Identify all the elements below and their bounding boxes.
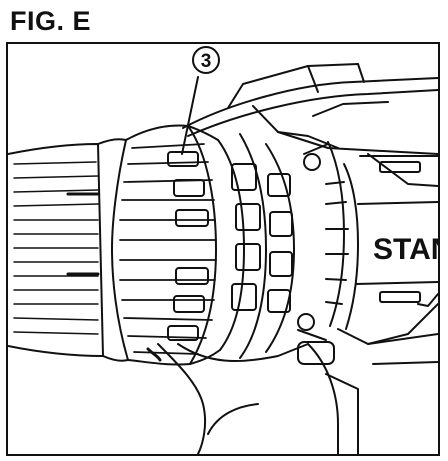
drill-body — [182, 63, 438, 345]
housing-vents — [325, 181, 349, 305]
figure-label: FIG. E — [10, 6, 92, 36]
torque-collar — [111, 124, 221, 366]
drill-handle — [157, 333, 438, 454]
drill-chuck — [8, 138, 129, 362]
callout-3: 3 — [181, 46, 220, 155]
brand-text: STAN — [373, 233, 438, 266]
circled-number-icon — [192, 46, 220, 74]
drill-illustration: STAN — [8, 46, 438, 454]
gear-ring — [146, 133, 329, 362]
illustration-frame: STAN — [6, 42, 440, 456]
callout-number: 3 — [201, 51, 212, 72]
